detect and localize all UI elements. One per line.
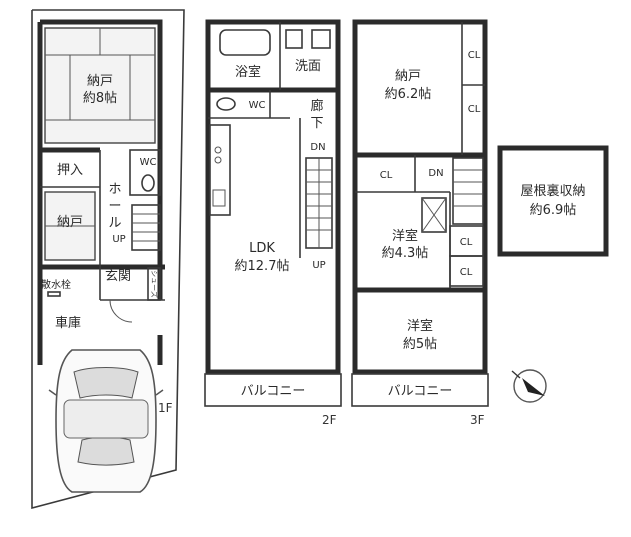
floor-label-3f: 3F — [470, 413, 485, 427]
label-hydrant: 散水栓 — [41, 278, 71, 291]
corridor-char-2: 下 — [310, 116, 323, 131]
closet-label: CL — [380, 170, 393, 181]
f3-balcony — [351, 373, 489, 407]
car-icon — [48, 349, 164, 493]
balcony-2f: バルコニー — [241, 384, 306, 399]
stair-up-2f: UP — [312, 260, 325, 271]
shoe-cabinet — [147, 267, 161, 301]
stair-dn-3f: DN — [428, 168, 443, 179]
floor-1f: 納戸 約8帖 押入 納戸 WC ホ ー ル UP 玄関 シューズ 散水栓 — [31, 9, 185, 510]
room-oshiire: 押入 — [57, 163, 83, 178]
balcony-3f: バルコニー — [388, 384, 453, 399]
toilet-icon — [141, 174, 155, 192]
f3-outer-wall — [352, 19, 488, 375]
room-storage-3f-size: 約6.2帖 — [385, 87, 432, 102]
room-ldk-size: 約12.7帖 — [235, 259, 290, 274]
toilet-icon-2f — [216, 97, 236, 111]
room-storage-8-size: 約8帖 — [83, 91, 117, 106]
attic-title: 屋根裏収納 — [520, 184, 585, 199]
stove-icon — [214, 146, 222, 154]
f2-balcony — [204, 373, 342, 407]
sink-icon — [311, 29, 331, 49]
room-western-43-title: 洋室 — [392, 228, 418, 244]
floor-3f: 納戸 約6.2帖 CL CL CL DN 洋室 約4.3帖 CL CL 洋室 約… — [351, 19, 489, 427]
room-ldk-title: LDK — [249, 241, 275, 256]
room-western-5-size: 約5帖 — [403, 337, 437, 352]
hall-char-1: ホ — [108, 182, 121, 197]
room-western-43-size: 約4.3帖 — [382, 246, 429, 261]
door-swing — [109, 299, 133, 323]
room-wc-1f: WC — [140, 157, 157, 168]
stairs-3f — [452, 157, 484, 225]
corridor-char-1: 廊 — [310, 98, 323, 114]
attic-size: 約6.9帖 — [530, 203, 577, 218]
closet-label: CL — [468, 50, 481, 61]
bathtub-icon — [219, 29, 271, 56]
hall-char-2: ー — [108, 199, 121, 214]
floor-label-1f: 1F — [158, 401, 173, 415]
room-bath: 浴室 — [235, 64, 261, 80]
ladder-hatch — [421, 197, 447, 233]
room-wash: 洗面 — [295, 59, 321, 74]
stairs-1f — [131, 204, 161, 251]
room-genkan: 玄関 — [105, 269, 131, 284]
floor-2f: 浴室 洗面 WC 廊 下 DN UP LDK 約12.7 — [204, 19, 342, 427]
room-storage-small: 納戸 — [57, 215, 83, 230]
closet-label: CL — [460, 267, 473, 278]
room-western-5-title: 洋室 — [407, 318, 433, 334]
f2-outer-wall — [205, 19, 341, 375]
stair-dn-2f: DN — [310, 142, 325, 153]
stair-up-1f: UP — [112, 234, 125, 245]
closet-label: CL — [468, 104, 481, 115]
room-wc-2f: WC — [249, 100, 266, 111]
hall-char-3: ル — [108, 216, 121, 231]
room-garage: 車庫 — [55, 316, 81, 331]
f1-site-outline — [31, 9, 185, 510]
attic-storage: 屋根裏収納 約6.9帖 — [497, 145, 609, 257]
stairs-2f — [305, 157, 333, 249]
floor-label-2f: 2F — [322, 413, 337, 427]
room-storage-8-title: 納戸 — [87, 74, 113, 89]
f1-wc-room — [129, 149, 161, 196]
compass-icon — [511, 369, 547, 403]
shoe-cabinet-label: シューズ — [150, 270, 159, 298]
closet-label: CL — [460, 237, 473, 248]
kitchen-counter — [209, 124, 231, 216]
room-storage-3f-title: 納戸 — [395, 69, 421, 84]
